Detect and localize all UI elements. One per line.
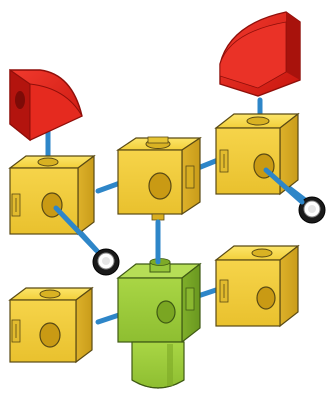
yellow-cube-icon xyxy=(216,246,298,326)
yellow-cube-icon xyxy=(216,114,298,194)
red-cap-piece-icon xyxy=(220,12,300,96)
blue-connector-rod-icon xyxy=(98,183,120,191)
yellow-cube-icon xyxy=(118,137,200,220)
yellow-cube-icon xyxy=(10,288,92,362)
blue-connector-rod-icon xyxy=(198,160,218,168)
yellow-cube-icon xyxy=(10,156,94,234)
blue-connector-rod-icon xyxy=(198,290,216,296)
green-cylinder-icon xyxy=(132,342,184,388)
red-cap-piece-icon xyxy=(10,70,82,140)
green-cube-icon xyxy=(118,259,200,343)
round-button-endcap-icon xyxy=(93,249,119,275)
